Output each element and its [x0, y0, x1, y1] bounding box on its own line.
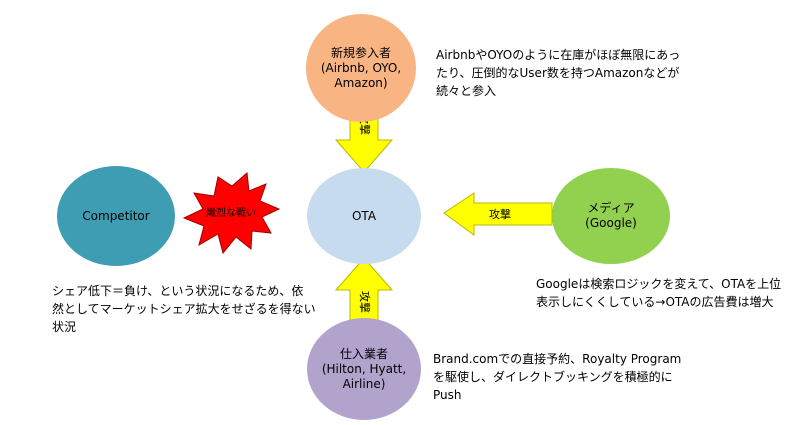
- attack-arrow-right-label: 攻撃: [489, 207, 511, 221]
- competitor-node: Competitor: [57, 166, 175, 266]
- fierce-battle-burst: 熾烈な戦い: [182, 171, 281, 255]
- suppliers-label: 仕入業者 (Hilton, Hyatt, Airline): [321, 346, 407, 391]
- attack-arrow-bottom-label: 攻撃: [358, 291, 372, 313]
- ota-label: OTA: [351, 208, 377, 223]
- ota-node: OTA: [307, 168, 421, 264]
- suppliers-note: Brand.comでの直接予約、Royalty Program を駆使し、ダイレ…: [433, 352, 682, 402]
- new-entrants-node: 新規参入者 (Airbnb, OYO, Amazon): [306, 14, 416, 122]
- new-entrants-label: 新規参入者 (Airbnb, OYO, Amazon): [320, 45, 402, 90]
- attack-arrow-bottom: 攻撃: [334, 257, 394, 327]
- fierce-battle-label: 熾烈な戦い: [206, 206, 256, 219]
- competitor-label: Competitor: [82, 208, 150, 223]
- competitor-note: シェア低下＝負け、という状況になるため、依 然としてマーケットシェア拡大をせざる…: [52, 284, 316, 334]
- media-node: メディア (Google): [552, 168, 670, 264]
- new-entrants-note: AirbnbやOYOのように在庫がほぼ無限にあっ たり、圧倒的なUser数を持つ…: [436, 48, 681, 98]
- suppliers-node: 仕入業者 (Hilton, Hyatt, Airline): [307, 318, 421, 420]
- media-note: Googleは検索ロジックを変えて、OTAを上位 表示しにくくしている→OTAの…: [536, 277, 782, 309]
- media-label: メディア (Google): [585, 201, 637, 230]
- attack-arrow-right: 攻撃: [443, 192, 553, 236]
